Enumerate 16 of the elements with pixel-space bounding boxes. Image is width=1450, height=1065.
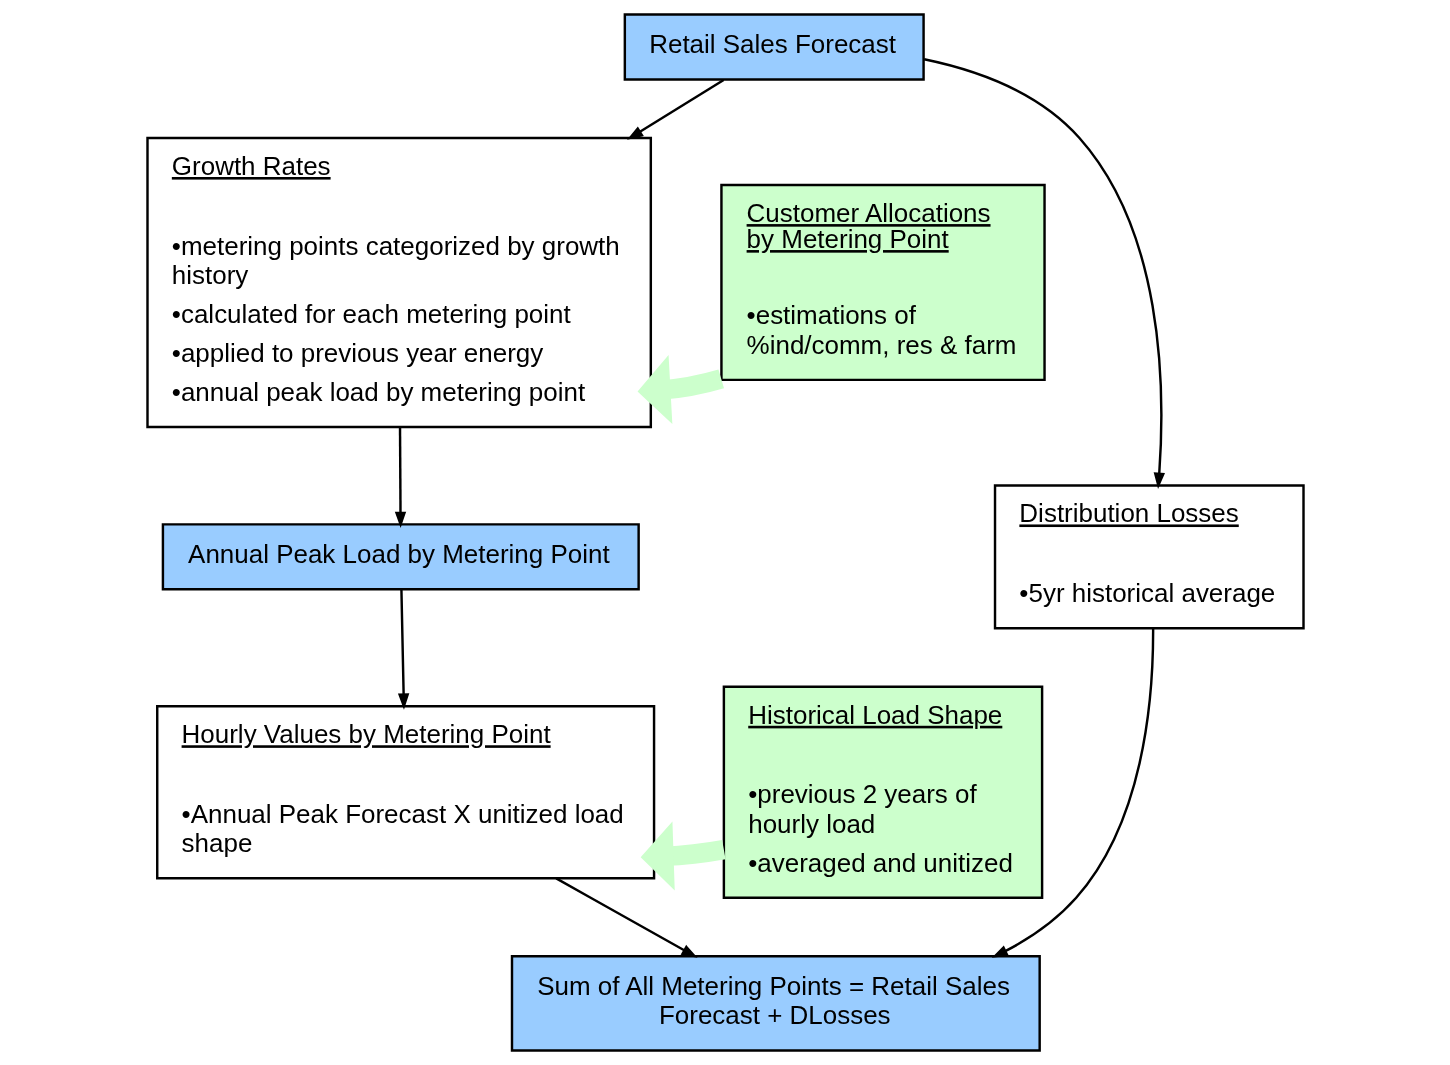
- arrow: [555, 877, 698, 958]
- node-box: Sum of All Metering Points = Retail Sales Forecast + DLosses: [510, 955, 1041, 1052]
- arrow: [626, 78, 724, 140]
- arrow: [397, 589, 409, 710]
- arrow: [394, 427, 406, 528]
- arrow: [923, 58, 1165, 489]
- arrow: [991, 628, 1154, 958]
- node-box: Annual Peak Load by Metering Point: [161, 523, 640, 591]
- node-box: Hourly Values by Metering Point •Annual Peak Forecast X unitized load shape: [155, 705, 655, 880]
- arrow: [637, 355, 724, 425]
- node-box: Distribution Losses •5yr historical average: [993, 484, 1305, 630]
- node-box: Customer Allocations by Metering Point •estimations of %ind/comm, res & farm: [719, 183, 1046, 382]
- node-box: Retail Sales Forecast: [623, 13, 925, 81]
- arrow: [640, 821, 725, 891]
- node-box: Historical Load Shape •previous 2 years of hourly load •averaged and unitized: [722, 685, 1043, 900]
- node-box: Growth Rates •metering points categorized by growth history •calculated for each metering point •applied to previous year energy •annual peak load by metering point: [145, 136, 652, 429]
